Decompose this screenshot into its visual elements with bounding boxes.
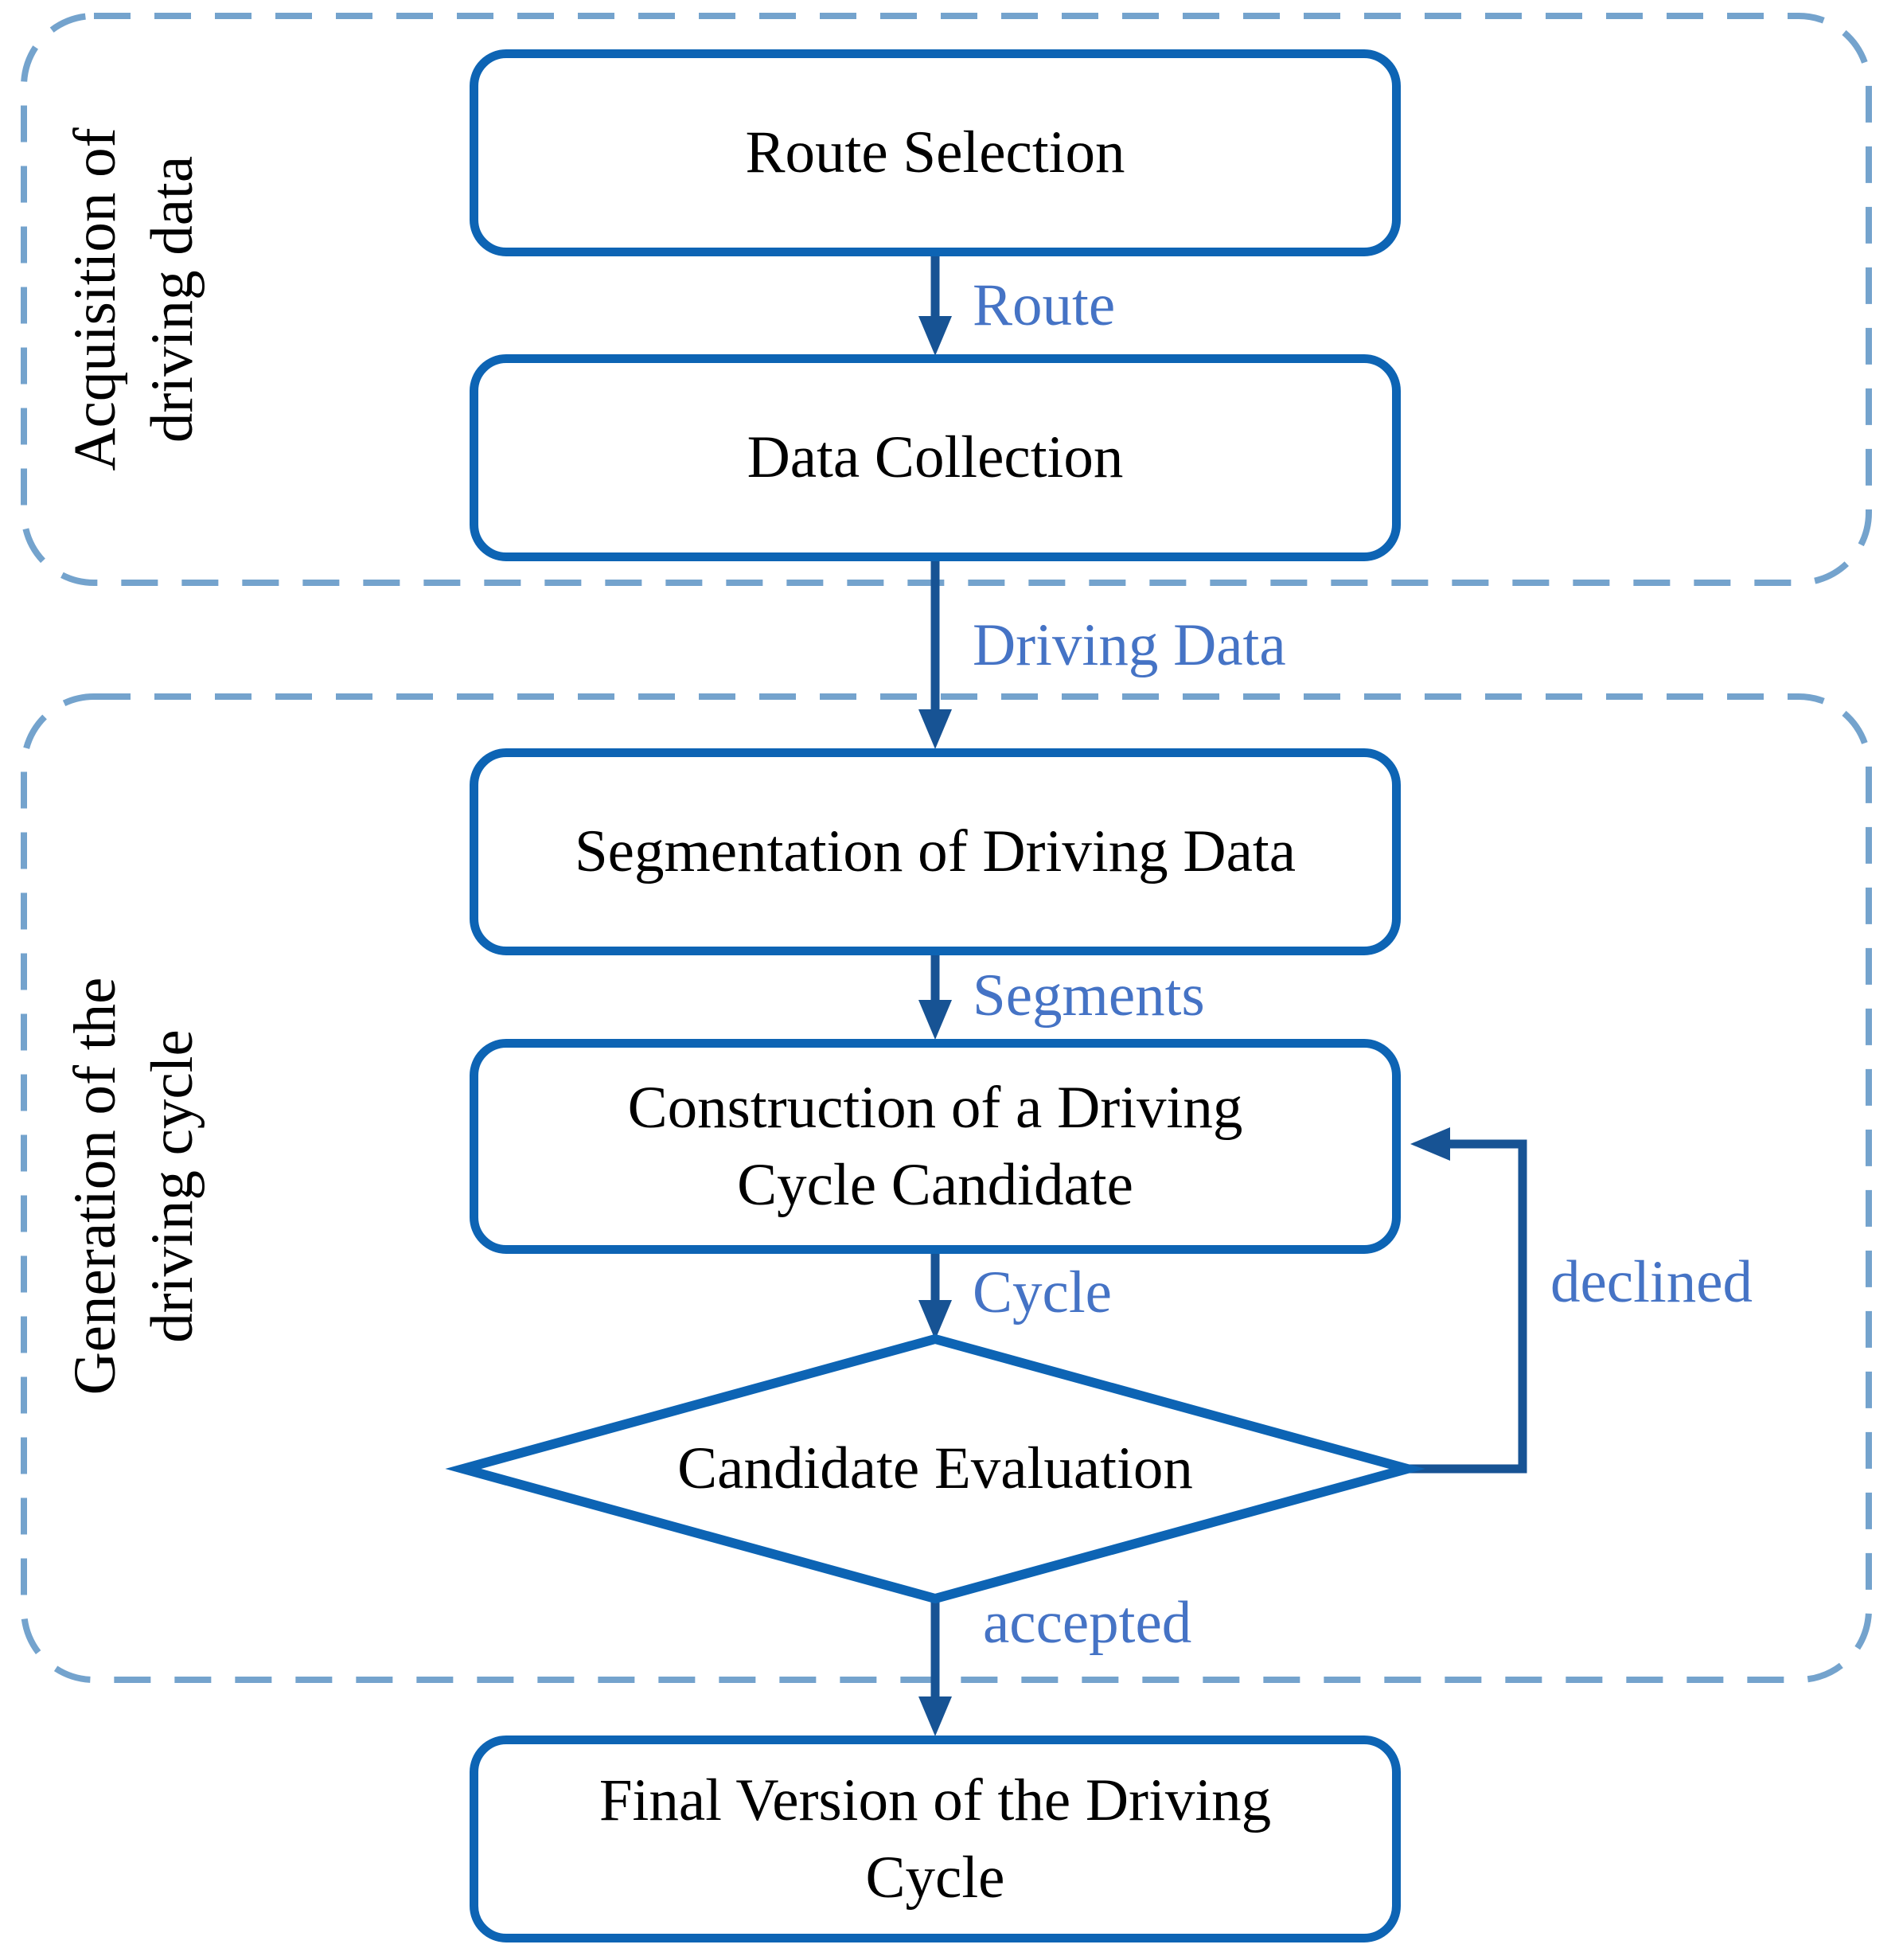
edge-label-segments: Segments: [973, 962, 1205, 1029]
acquisition-group-label-line1: Acquisition of: [61, 127, 128, 471]
edge-label-route: Route: [973, 272, 1116, 338]
final-version-label-line1: Final Version of the Driving: [599, 1767, 1272, 1833]
acquisition-group-label: Acquisition of driving data: [42, 21, 225, 578]
arrowhead-driving-data: [918, 709, 952, 749]
construction-node: Construction of a Driving Cycle Candidat…: [470, 1039, 1401, 1254]
arrowhead-segments: [918, 1000, 952, 1040]
generation-group-label-line1: Generation of the: [61, 977, 128, 1396]
final-version-node: Final Version of the Driving Cycle: [470, 1735, 1401, 1942]
arrowhead-cycle: [918, 1300, 952, 1340]
data-collection-label: Data Collection: [747, 424, 1124, 491]
generation-group-label: Generation of the driving cycle: [42, 828, 225, 1544]
arrow-declined-loop: [1407, 1139, 1527, 1474]
segmentation-label: Segmentation of Driving Data: [574, 818, 1297, 885]
acquisition-group-label-line2: driving data: [139, 155, 205, 443]
edge-label-accepted: accepted: [983, 1590, 1192, 1656]
arrowhead-accepted: [918, 1696, 952, 1736]
edge-label-driving-data: Driving Data: [973, 612, 1286, 678]
candidate-evaluation-label: Candidate Evaluation: [677, 1435, 1193, 1501]
route-selection-node: Route Selection: [470, 49, 1401, 256]
final-version-label-line2: Cycle: [865, 1845, 1005, 1911]
arrowhead-declined: [1410, 1127, 1450, 1161]
construction-label-line1: Construction of a Driving: [627, 1074, 1243, 1141]
data-collection-node: Data Collection: [470, 354, 1401, 561]
generation-group-label-line2: driving cycle: [139, 1029, 205, 1343]
generation-group-border: [21, 693, 1872, 1683]
acquisition-group-border: [21, 13, 1872, 586]
candidate-evaluation-diamond: [445, 1333, 1425, 1604]
segmentation-node: Segmentation of Driving Data: [470, 748, 1401, 955]
construction-label-line2: Cycle Candidate: [737, 1152, 1133, 1218]
arrowhead-route: [918, 316, 952, 356]
route-selection-label: Route Selection: [745, 119, 1125, 186]
edge-label-cycle: Cycle: [973, 1259, 1112, 1326]
edge-label-declined: declined: [1550, 1249, 1753, 1315]
